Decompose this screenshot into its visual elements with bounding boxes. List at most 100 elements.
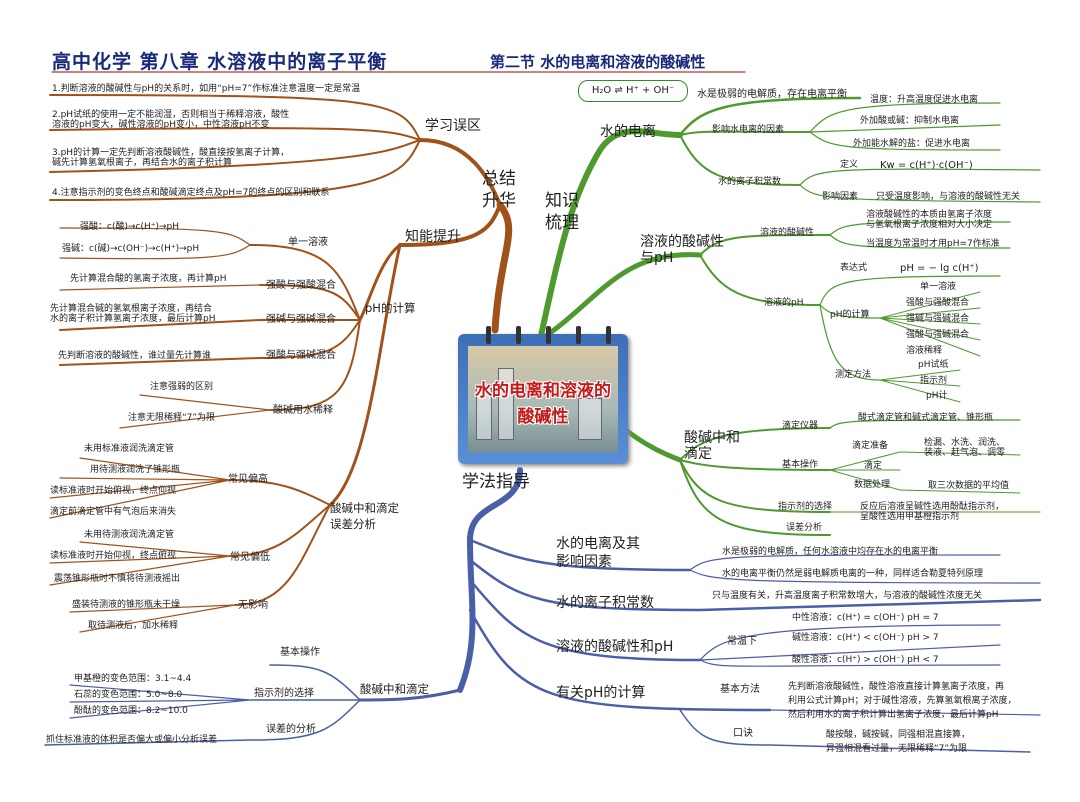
branch-label-zongjie: 总结 升华 bbox=[482, 169, 516, 211]
mnemonic: 口诀 bbox=[733, 728, 753, 739]
ph-expr-label: 表达式 bbox=[840, 263, 868, 273]
ph-meas-item: pH计 bbox=[926, 391, 948, 401]
b2-value: 只与温度有关，升高温度离子积常数增大，与溶液的酸碱性浓度无关 bbox=[712, 591, 983, 601]
ph-label: 溶液的pH bbox=[764, 298, 804, 308]
b3-item: 中性溶液：c(H⁺) = c(OH⁻) pH = 7 bbox=[792, 613, 939, 623]
high-item: 滴定前滴定管中有气泡后来消失 bbox=[50, 507, 177, 517]
single-item: 强酸：c(酸)→c(H⁺)→pH bbox=[80, 222, 180, 232]
factor-item: 外加能水解的盐：促进水电离 bbox=[853, 139, 971, 149]
sol-acidity-v2: 当温度为常温时才用pH=7作标准 bbox=[866, 239, 1000, 249]
section-title: 第二节 水的电离和溶液的酸碱性 bbox=[490, 53, 706, 71]
indicator-item: 酚酞的变色范围：8.2~10.0 bbox=[74, 706, 188, 716]
high-item: 未用标准液润洗滴定管 bbox=[84, 444, 175, 454]
ph-calc-item: 强酸与强酸混合 bbox=[906, 298, 970, 308]
none-item: 取待测液后，加水稀释 bbox=[88, 621, 179, 631]
center-node: 水的电离和溶液的酸碱性 bbox=[458, 326, 628, 464]
ph-meas-label: 测定方法 bbox=[835, 370, 872, 380]
kw-factor-value: 只受温度影响，与溶液的酸碱性无关 bbox=[876, 192, 1021, 202]
ionization-equation: H₂O ⇌ H⁺ + OH⁻ bbox=[578, 80, 688, 102]
dilution-item: 注意强弱的区别 bbox=[150, 382, 214, 392]
kw-label: 水的离子积常数 bbox=[718, 177, 782, 187]
error-analysis-node: 酸碱中和滴定 误差分析 bbox=[330, 501, 399, 531]
single-item: 强碱：c(碱)→c(OH⁻)→c(H⁺)→pH bbox=[62, 244, 200, 254]
green-trunk-top bbox=[537, 128, 683, 343]
binder-ring bbox=[516, 326, 521, 344]
beaker-icon bbox=[498, 368, 514, 440]
titration-inst-value: 酸式滴定管和碱式滴定管、锥形瓶 bbox=[858, 413, 994, 423]
dilution: 酸碱用水稀释 bbox=[273, 405, 333, 416]
ph-meas-item: pH试纸 bbox=[918, 360, 949, 370]
sol-acidity-label: 溶液的酸碱性 bbox=[760, 228, 815, 238]
indicator-item: 甲基橙的变色范围：3.1~4.4 bbox=[74, 674, 192, 684]
lab-image bbox=[468, 346, 618, 452]
factor-item: 外加酸或碱：抑制水电离 bbox=[860, 116, 960, 126]
b1-item: 水是极弱的电解质，任何水溶液中均存在水的电离平衡 bbox=[722, 547, 939, 557]
basic-method: 基本方法 bbox=[720, 684, 760, 695]
sol-acidity-v1: 溶液酸碱性的本质由氢离子浓度 与氢氧根离子浓度相对大小决定 bbox=[866, 210, 993, 231]
acid-base-value: 先判断溶液的酸碱性，谁过量先计算谁 bbox=[58, 351, 212, 361]
node-water-ionization: 水的电离 bbox=[600, 124, 656, 140]
factor-item: 温度：升高温度促进水电离 bbox=[870, 95, 979, 105]
ph-calc-item: 强酸与强碱混合 bbox=[906, 330, 970, 340]
titration-ind-label: 指示剂的选择 bbox=[778, 502, 833, 512]
titration-op-item: 数据处理 bbox=[854, 480, 891, 490]
low-item: 未用待测液润洗滴定管 bbox=[84, 530, 175, 540]
ph-calc-item: 溶液稀释 bbox=[906, 346, 943, 356]
binder-ring bbox=[576, 326, 581, 344]
single-solution: 单一溶液 bbox=[288, 237, 328, 248]
titration-ind-value: 反应后溶液呈碱性选用酚酞指示剂， 呈酸性选用甲基橙指示剂 bbox=[860, 502, 1005, 523]
branch-label-zhishi: 知识 梳理 bbox=[545, 191, 579, 233]
neutral-error: 误差的分析 bbox=[266, 724, 316, 735]
b3-item: 酸性溶液：c(H⁺) > c(OH⁻) pH < 7 bbox=[792, 655, 939, 665]
normal-temp: 常温下 bbox=[727, 636, 757, 647]
binder-ring bbox=[606, 326, 611, 344]
binder-ring bbox=[486, 326, 491, 344]
center-title: 水的电离和溶液的酸碱性 bbox=[475, 381, 611, 427]
titration-op-label: 基本操作 bbox=[782, 460, 819, 470]
factors-label: 影响水电离的因素 bbox=[712, 125, 785, 135]
titration-op-item: 滴定准备 bbox=[852, 441, 889, 451]
neutral-indicator: 指示剂的选择 bbox=[254, 688, 314, 699]
node-acidity-ph: 溶液的酸碱性 与pH bbox=[640, 234, 724, 267]
xuexi-item: 3.pH的计算一定先判断溶液酸碱性，酸直接按氢离子计算， 碱先计算氢氧根离子，再… bbox=[52, 148, 290, 169]
neutral-error-value: 抓住标准液的体积是否偏大或偏小分析误差 bbox=[46, 735, 218, 745]
ph-calc-node: pH的计算 bbox=[365, 301, 416, 315]
neutral-basic: 基本操作 bbox=[280, 647, 320, 658]
ph-calc-item: 单一溶液 bbox=[920, 282, 957, 292]
ph-calc-label: pH的计算 bbox=[830, 310, 870, 320]
low-item: 震荡锥形瓶时不慎将待测液摇出 bbox=[54, 574, 181, 584]
b1-item: 水的电离平衡仍然是弱电解质电离的一种，同样适合勒夏特列原理 bbox=[722, 569, 984, 579]
common-high: 常见偏高 bbox=[228, 474, 268, 485]
flask-icon bbox=[578, 398, 602, 440]
titration-inst-label: 滴定仪器 bbox=[782, 421, 819, 431]
node-ph-calc: 有关pH的计算 bbox=[556, 685, 646, 701]
beaker-icon bbox=[476, 388, 492, 440]
titration-op-item: 滴定 bbox=[864, 461, 883, 471]
indicator-item: 石蕊的变色范围：5.0~8.0 bbox=[74, 690, 183, 700]
high-item: 用待测液润洗了锥形瓶 bbox=[90, 465, 181, 475]
titration-data-value: 取三次数据的平均值 bbox=[928, 481, 1010, 491]
base-base-value: 先计算混合碱的氢氧根离子浓度，再结合 水的离子积计算氢离子浓度，最后计算pH bbox=[50, 304, 216, 325]
binder-ring bbox=[546, 326, 551, 344]
basic-method-value: 先判断溶液酸碱性，酸性溶液直接计算氢离子浓度，再 利用公式计算pH；对于碱性溶液… bbox=[788, 682, 1017, 720]
brown-trunk bbox=[491, 201, 513, 334]
water-ion-note: 水是极弱的电解质，存在电离平衡 bbox=[697, 89, 847, 100]
node-kw: 水的离子积常数 bbox=[556, 595, 654, 611]
base-base: 强碱与强碱混合 bbox=[266, 314, 336, 325]
dilution-item: 注意无限稀释“7”为限 bbox=[128, 413, 216, 423]
acid-base: 强酸与强碱混合 bbox=[266, 350, 336, 361]
none-item: 盛装待测液的锥形瓶未干燥 bbox=[72, 600, 181, 610]
ph-meas-item: 指示剂 bbox=[920, 376, 948, 386]
green-trunk-mid bbox=[537, 252, 703, 343]
node-zhineng: 知能提升 bbox=[405, 229, 461, 245]
ph-expr-value: pH = − lg c(H⁺) bbox=[900, 263, 979, 274]
node-xuexi: 学习误区 bbox=[425, 118, 481, 134]
xuexi-item: 1.判断溶液的酸碱性与pH的关系时，如用“pH=7”作标准注意温度一定是常温 bbox=[52, 84, 361, 94]
page-title: 高中化学 第八章 水溶液中的离子平衡 bbox=[52, 51, 388, 73]
acid-acid-value: 先计算混合酸的氢离子浓度，再计算pH bbox=[70, 274, 227, 284]
kw-factor-label: 影响因素 bbox=[822, 192, 859, 202]
no-effect: 无影响 bbox=[238, 600, 268, 611]
b3-item: 碱性溶液：c(H⁺) < c(OH⁻) pH > 7 bbox=[792, 633, 939, 643]
